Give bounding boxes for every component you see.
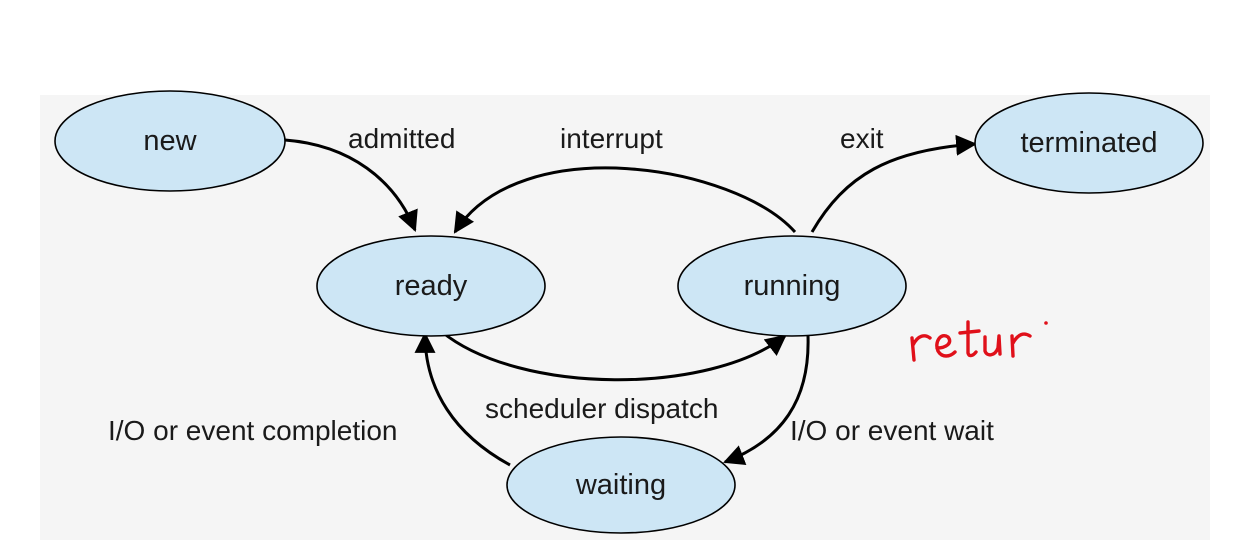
handwritten-dot xyxy=(1044,321,1048,325)
handwritten-retur-strokes xyxy=(910,320,1032,362)
state-new: new xyxy=(54,90,286,192)
state-ready: ready xyxy=(316,235,546,337)
state-terminated-label: terminated xyxy=(1020,127,1157,159)
state-new-shape xyxy=(54,90,286,192)
state-waiting-label: waiting xyxy=(575,469,666,501)
state-running: running xyxy=(677,235,907,337)
state-new-label: new xyxy=(143,125,197,157)
edge-interrupt-arrow xyxy=(453,166,797,234)
state-waiting-shape xyxy=(506,436,736,534)
edge-io-wait-arrow xyxy=(723,335,810,465)
state-waiting: waiting xyxy=(506,436,736,534)
state-ready-shape xyxy=(316,235,546,337)
state-running-label: running xyxy=(744,270,841,302)
edge-label-scheduler-dispatch: scheduler dispatch xyxy=(485,393,718,424)
edge-label-interrupt: interrupt xyxy=(560,123,663,154)
handwritten-annotation xyxy=(910,320,1048,362)
edge-label-io-wait: I/O or event wait xyxy=(790,415,994,446)
state-ready-label: ready xyxy=(395,270,468,302)
edge-label-io-completion: I/O or event completion xyxy=(108,415,397,446)
state-running-shape xyxy=(677,235,907,337)
edge-label-exit: exit xyxy=(840,123,884,154)
edge-scheduler-dispatch-arrow xyxy=(441,330,787,382)
state-terminated-shape xyxy=(974,92,1204,194)
edge-exit-arrow xyxy=(810,134,978,233)
edge-admitted-arrow xyxy=(284,138,418,232)
edge-label-admitted: admitted xyxy=(348,123,455,154)
edge-io-completion-arrow xyxy=(414,331,511,467)
state-terminated: terminated xyxy=(974,92,1204,194)
